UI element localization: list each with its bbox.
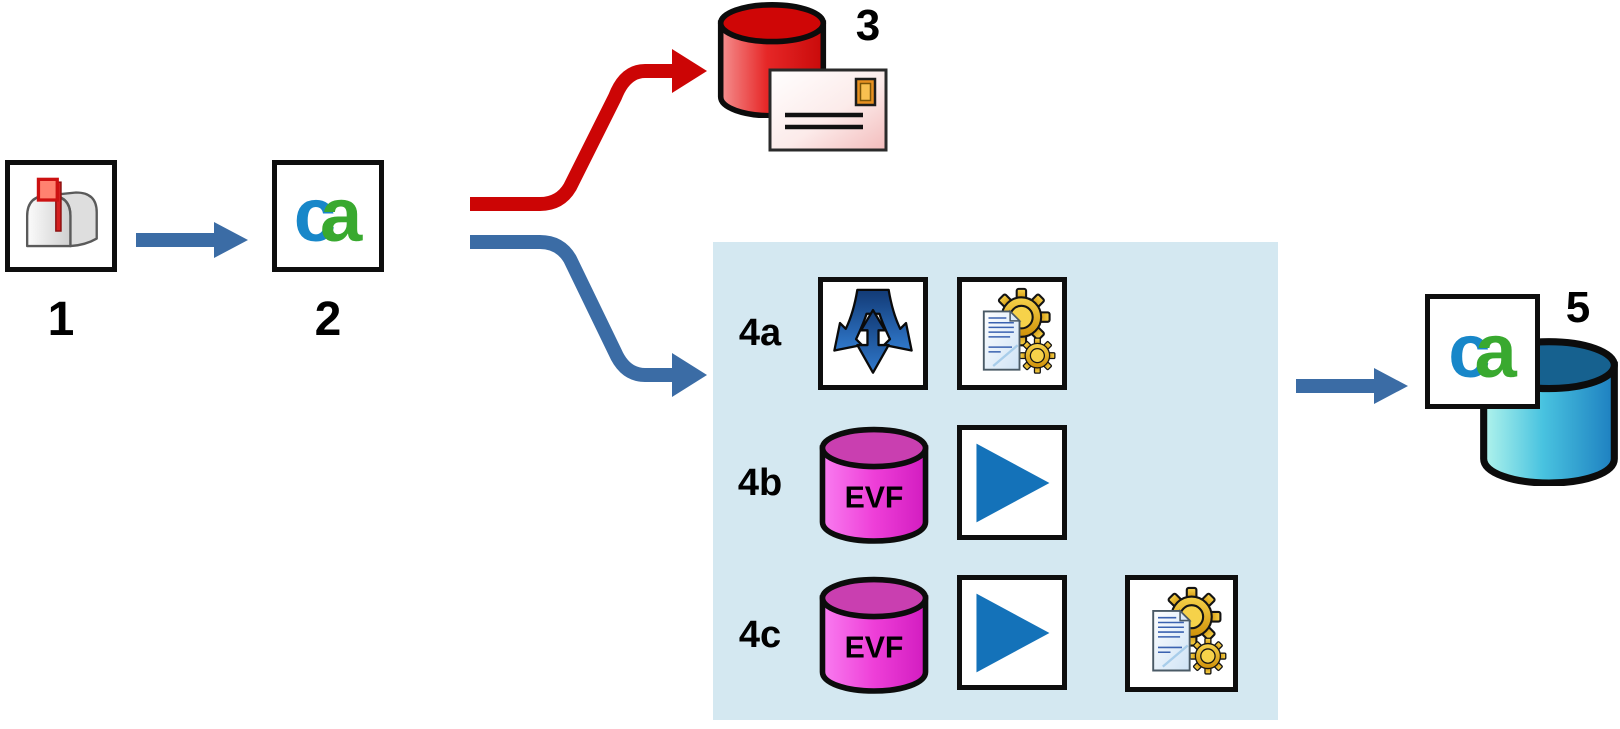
evf-label: EVF: [845, 481, 904, 514]
document-gears-icon: [1151, 586, 1226, 675]
ca-logo-letter-a: a: [1474, 308, 1517, 394]
document-gears-box-4a: [957, 277, 1067, 390]
ca-logo-letter-c: c: [1448, 308, 1491, 394]
evf-label: EVF: [845, 631, 904, 664]
arrow-4-to-5: [1296, 368, 1408, 404]
branch-arrows: [470, 49, 707, 397]
ca-logo-letter-c: c: [293, 173, 336, 258]
split-arrow-icon: [833, 288, 913, 374]
label-step-4b: 4b: [737, 462, 783, 504]
split-box: [818, 277, 928, 390]
ca-logo: c a: [294, 178, 363, 254]
envelope-icon: [768, 68, 888, 152]
node-ca-target: c a: [1425, 294, 1540, 409]
arrow-1-to-2: [136, 222, 248, 258]
label-step-4a: 4a: [738, 312, 782, 354]
mailbox-icon: [25, 177, 98, 248]
node-ca: c a: [272, 160, 384, 272]
play-box-4b: [957, 425, 1067, 540]
evf-database-icon: EVF: [819, 426, 929, 544]
play-icon: [976, 593, 1050, 672]
label-step-5: 5: [1565, 283, 1591, 332]
arrow-2-to-3: [470, 49, 707, 211]
document-gears-box-4c: [1125, 575, 1238, 692]
ca-logo-letter-a: a: [320, 173, 363, 258]
node-mailbox: [5, 160, 117, 272]
label-step-1: 1: [47, 293, 75, 346]
play-icon: [976, 443, 1050, 522]
document-gears-icon: [982, 287, 1056, 374]
label-step-2: 2: [314, 293, 342, 346]
play-box-4c: [957, 575, 1067, 690]
label-step-3: 3: [855, 1, 881, 50]
evf-database-4b: EVF: [818, 425, 930, 545]
ca-logo: c a: [1448, 308, 1517, 394]
arrow-2-to-4: [470, 235, 707, 397]
label-step-4c: 4c: [738, 614, 782, 656]
evf-database-4c: EVF: [818, 575, 930, 695]
